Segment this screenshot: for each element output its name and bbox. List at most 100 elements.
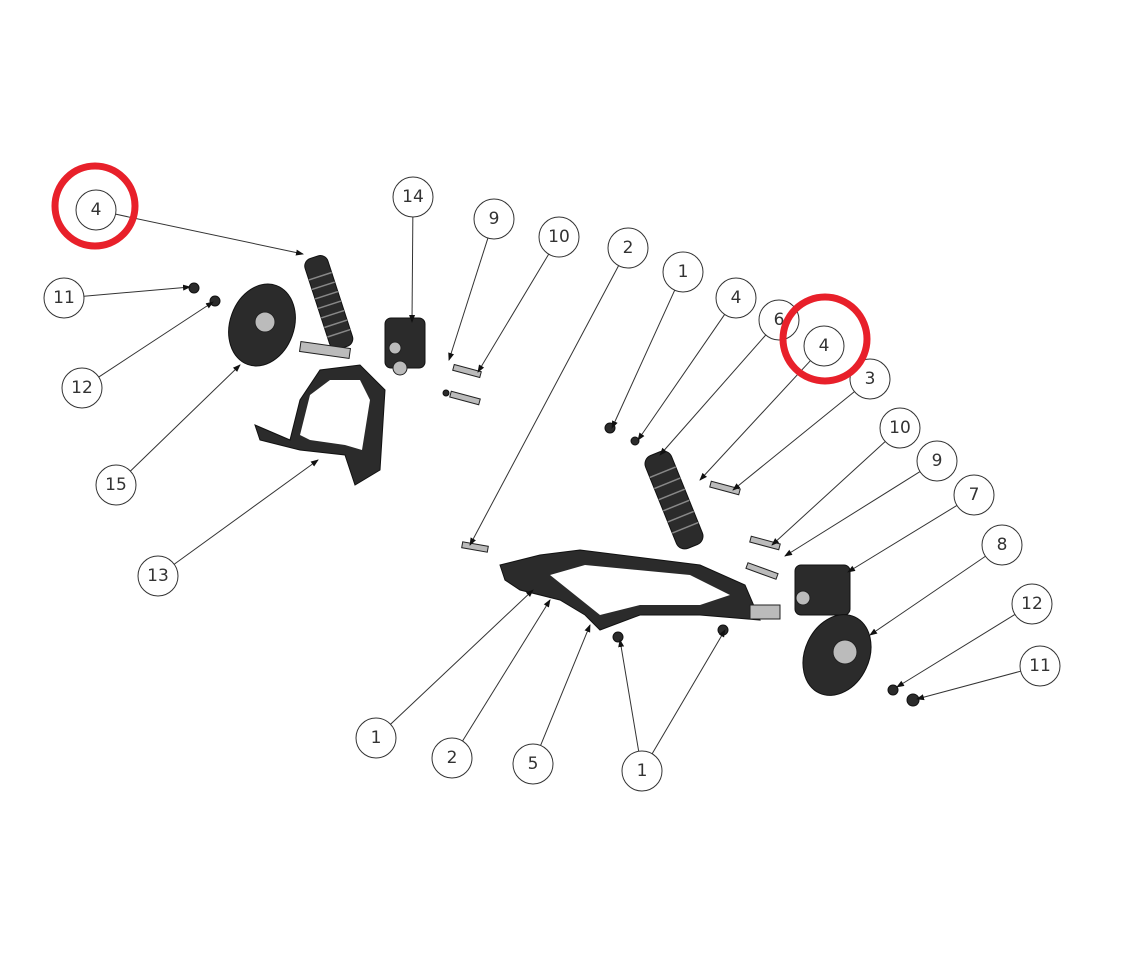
balloon-number: 10	[548, 227, 570, 247]
leader-lines	[83, 213, 1021, 755]
item-balloon: 4	[715, 277, 757, 319]
item-balloon: 1	[355, 717, 397, 759]
leader-line	[771, 441, 886, 546]
balloon-number: 2	[447, 748, 458, 768]
balloon-circle	[61, 367, 103, 409]
item-balloon: 15	[95, 464, 137, 506]
right-assembly	[461, 422, 920, 707]
leader-line	[390, 589, 534, 725]
leader-line	[869, 555, 986, 636]
balloon-circle	[1019, 645, 1061, 687]
balloon-number: 1	[637, 761, 648, 781]
balloon-number: 9	[489, 209, 500, 229]
item-balloon: 5	[512, 743, 554, 785]
balloon-number: 5	[528, 754, 539, 774]
leader-line	[637, 314, 726, 441]
balloon-circle	[849, 358, 891, 400]
balloon-circle	[715, 277, 757, 319]
left-shock-absorber	[304, 255, 354, 350]
item-balloon: 11	[1019, 645, 1061, 687]
left-trailing-arm	[254, 341, 386, 486]
balloon-number: 7	[969, 485, 980, 505]
balloon-circle	[392, 176, 434, 218]
balloon-circle	[95, 464, 137, 506]
balloon-number: 2	[623, 238, 634, 258]
item-balloon: 10	[538, 216, 580, 258]
balloon-number: 3	[865, 369, 876, 389]
leader-line	[896, 614, 1016, 688]
balloon-number: 8	[997, 535, 1008, 555]
item-balloon: 4	[75, 189, 117, 231]
leader-line	[98, 301, 214, 378]
leader-line	[916, 670, 1021, 701]
leader-line	[699, 360, 811, 481]
right-shock-absorber	[644, 450, 704, 550]
balloon-circle	[803, 325, 845, 367]
balloon-number: 4	[819, 336, 830, 356]
item-balloon: 11	[43, 277, 85, 319]
leader-line	[784, 471, 921, 557]
item-balloon: 2	[607, 227, 649, 269]
item-balloon: 10	[879, 407, 921, 449]
leader-line	[469, 265, 620, 546]
leader-line	[540, 624, 591, 746]
balloon-number: 14	[402, 187, 424, 207]
leader-line	[130, 364, 241, 472]
balloon-circle	[137, 555, 179, 597]
balloon-number: 4	[731, 288, 742, 308]
balloon-circle	[355, 717, 397, 759]
balloon-circle	[879, 407, 921, 449]
leader-line	[847, 505, 958, 573]
balloon-circle	[431, 737, 473, 779]
balloon-circle	[662, 251, 704, 293]
balloon-number: 11	[53, 288, 75, 308]
balloon-number: 1	[371, 728, 382, 748]
balloon-number: 1	[678, 262, 689, 282]
highlight-circle-left	[51, 162, 139, 250]
item-balloon: 4	[803, 325, 845, 367]
balloon-circle	[512, 743, 554, 785]
item-balloon: 12	[1011, 583, 1053, 625]
balloon-circle	[473, 198, 515, 240]
leader-line	[409, 216, 416, 323]
left-hub-disc	[228, 283, 296, 367]
balloon-number: 12	[71, 378, 93, 398]
balloon-circle	[538, 216, 580, 258]
balloon-circle	[953, 474, 995, 516]
leader-line	[115, 213, 304, 256]
item-balloon: 8	[981, 524, 1023, 566]
balloon-circle	[621, 750, 663, 792]
balloon-number: 6	[774, 310, 785, 330]
leader-line	[618, 639, 640, 752]
highlight-circle-right	[779, 293, 871, 385]
right-trailing-arm	[499, 549, 781, 631]
right-brake-caliper	[794, 564, 851, 616]
balloon-number: 9	[932, 451, 943, 471]
balloon-circle	[916, 440, 958, 482]
right-small-hardware	[461, 422, 920, 707]
leader-line	[448, 237, 489, 361]
item-balloon: 13	[137, 555, 179, 597]
leader-line	[732, 391, 855, 491]
balloon-circle	[607, 227, 649, 269]
left-assembly	[188, 255, 482, 486]
item-balloon: 9	[473, 198, 515, 240]
leader-line	[83, 284, 191, 297]
item-balloon: 1	[621, 750, 663, 792]
balloon-number: 13	[147, 566, 169, 586]
left-brake-caliper	[384, 317, 426, 376]
item-balloon: 2	[431, 737, 473, 779]
leader-line	[611, 289, 676, 429]
leader-line	[462, 599, 551, 742]
item-balloon: 6	[758, 299, 800, 341]
balloon-circle	[43, 277, 85, 319]
balloon-number: 10	[889, 418, 911, 438]
leader-line	[659, 334, 767, 456]
item-balloon: 1	[662, 251, 704, 293]
leader-line	[651, 629, 726, 755]
balloon-number: 15	[105, 475, 127, 495]
leader-line	[477, 253, 550, 373]
item-balloon: 12	[61, 367, 103, 409]
item-balloon: 9	[916, 440, 958, 482]
